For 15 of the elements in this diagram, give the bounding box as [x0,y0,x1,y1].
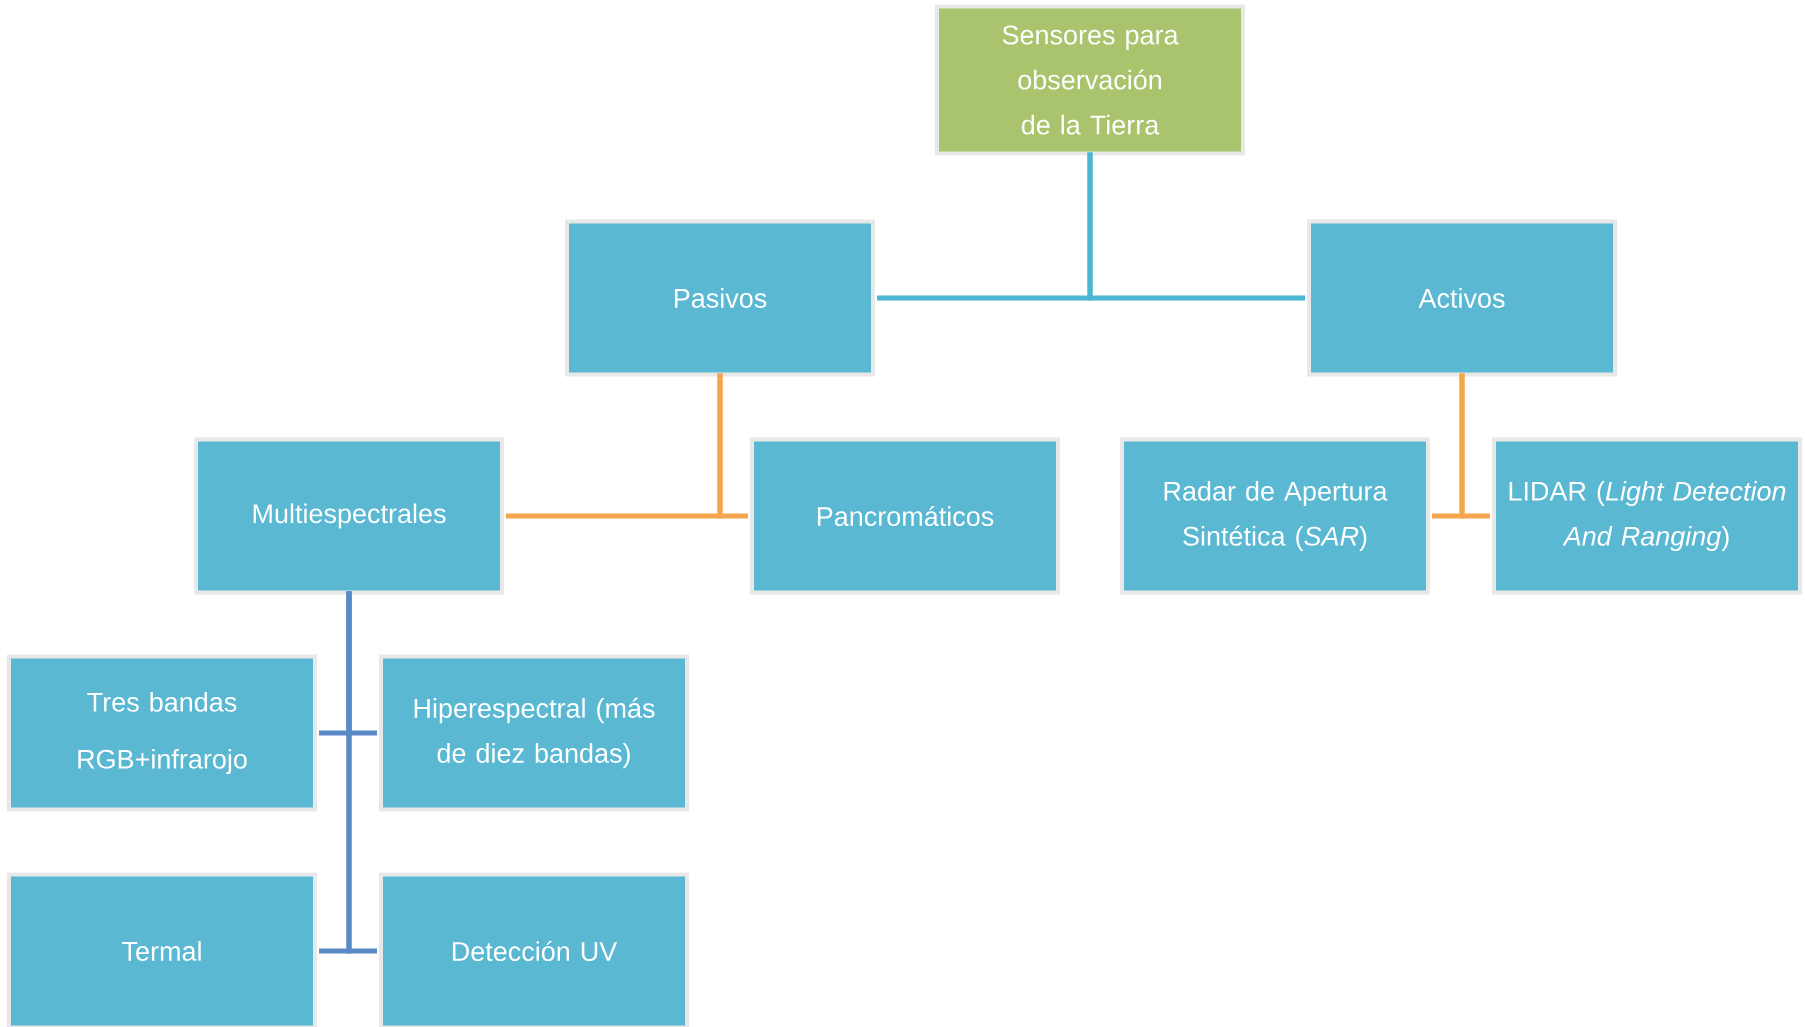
connector-line [1087,152,1305,301]
category-box: Detección UV [379,872,689,1027]
category-box: Activos [1307,219,1617,377]
category-box: Pancromáticos [750,437,1060,595]
connector-line [1459,373,1490,519]
category-box: LIDAR (Light Detection And Ranging) [1492,437,1802,595]
category-box: Multiespectrales [194,437,504,595]
connector-line [717,373,748,519]
category-box: Termal [7,872,317,1027]
category-box: Tres bandas RGB+infrarojo [7,654,317,812]
title-box: Sensores para observación de la Tierra [935,4,1245,156]
category-box: Pasivos [565,219,875,377]
category-box: Hiperespectral (más de diez bandas) [379,654,689,812]
connector-line [346,591,377,954]
category-box: Radar de Apertura Sintética (SAR) [1120,437,1430,595]
